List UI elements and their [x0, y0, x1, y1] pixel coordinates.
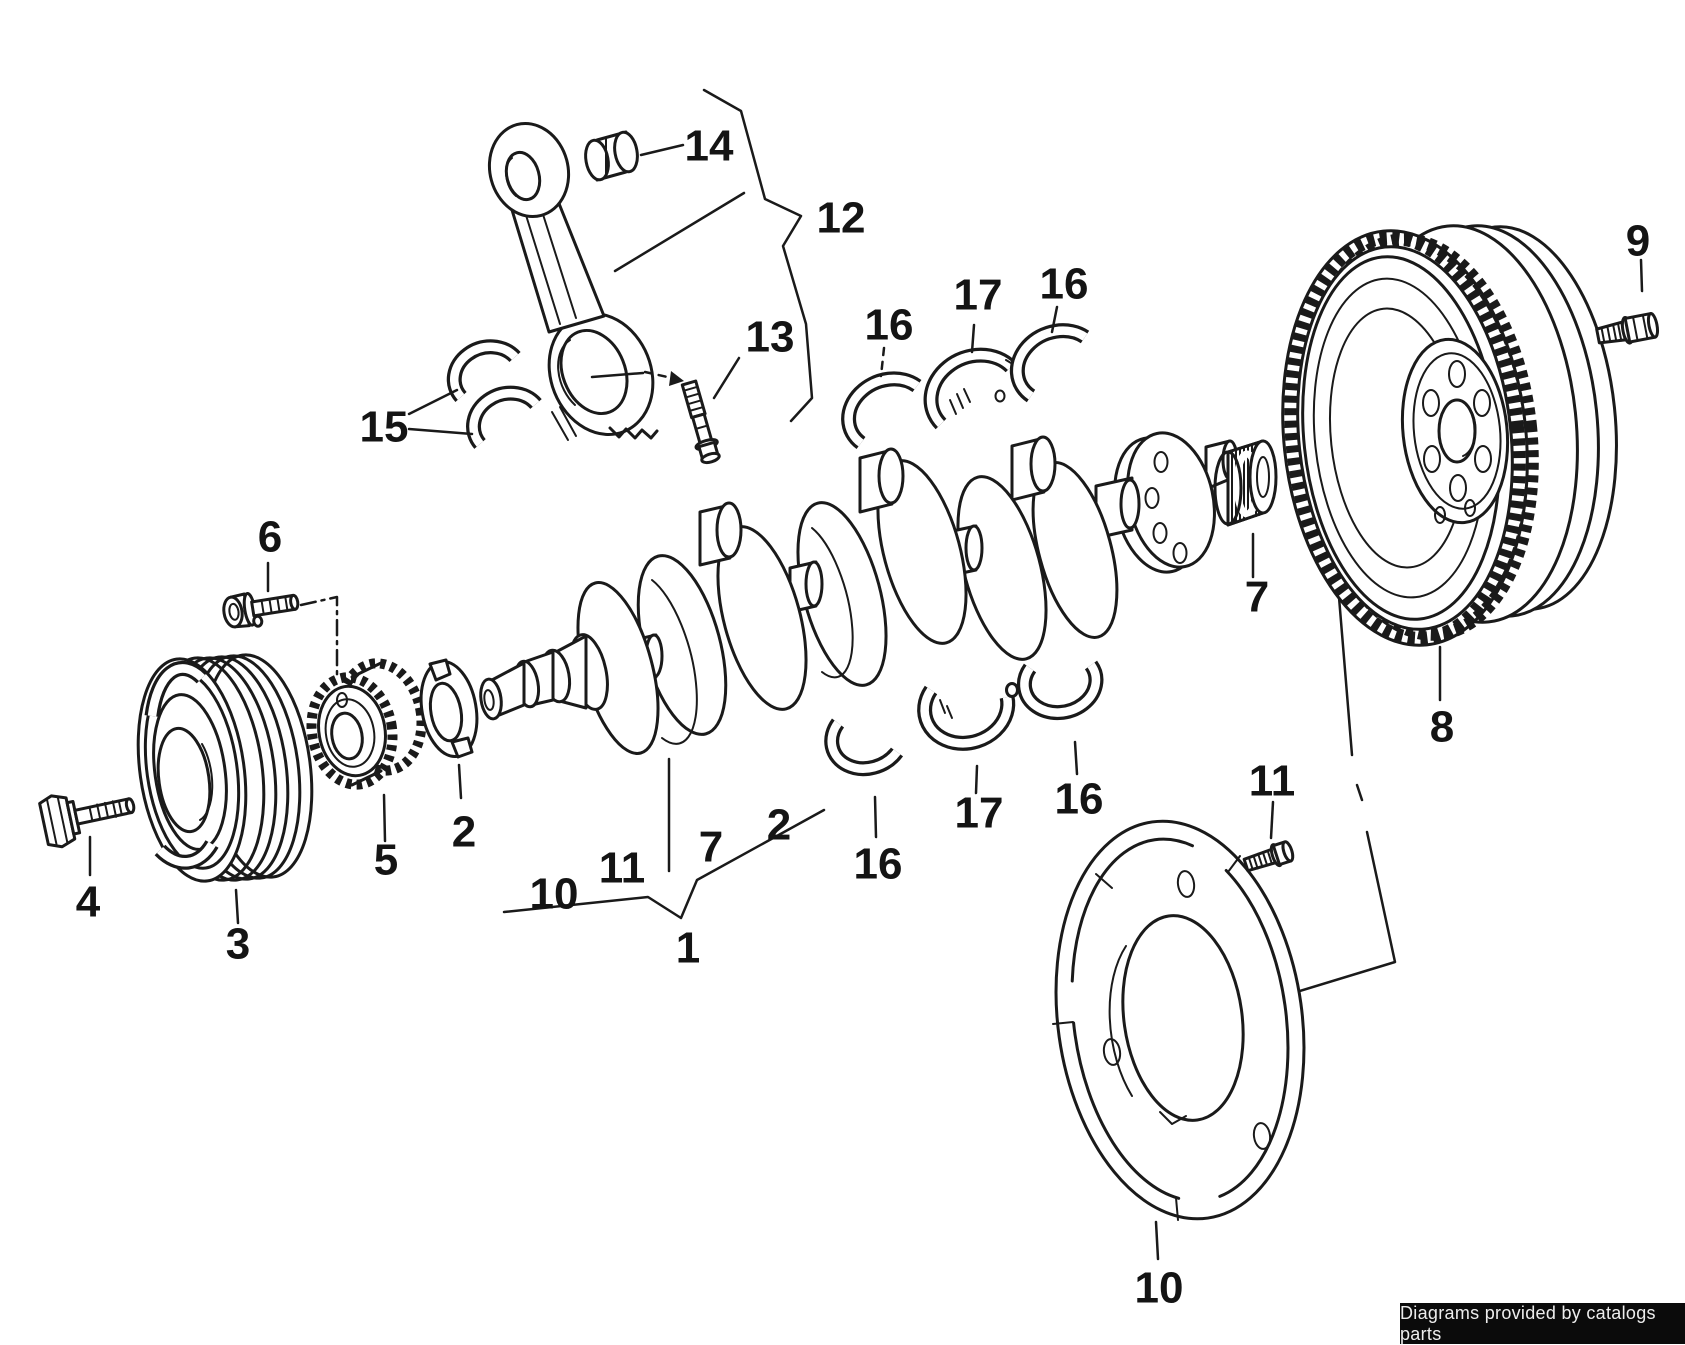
part-label-14: 14 [685, 122, 734, 171]
part-label-6: 6 [258, 513, 282, 562]
part-label-16-lower-left: 16 [854, 840, 903, 889]
bracket-1 [502, 808, 826, 920]
crankshaft-drawing [479, 431, 1239, 755]
pulley-drawing [136, 653, 314, 883]
part-label-17-lower: 17 [955, 789, 1004, 838]
washer-drawing [419, 658, 479, 759]
flywheel-bolt-drawing [1595, 312, 1660, 345]
watermark-text: Diagrams provided by catalogs parts [1400, 1302, 1656, 1344]
lower-bearing-shells-drawing [824, 660, 1104, 777]
part-label-8: 8 [1430, 703, 1454, 752]
flywheel-drawing [1281, 224, 1618, 647]
part-label-2-washer: 2 [452, 808, 476, 857]
part-label-17-upper: 17 [954, 271, 1003, 320]
part-label-13: 13 [746, 313, 795, 362]
part-label-2-group: 2 [767, 801, 791, 850]
connecting-rod-drawing [487, 121, 659, 441]
leader-lines [88, 88, 1644, 1261]
conrod-bearing-shells-drawing [446, 339, 542, 449]
ring-gear-teeth [1284, 231, 1526, 645]
part-label-11-plate: 11 [1249, 757, 1296, 806]
part-label-16-upper-right: 16 [1040, 260, 1089, 309]
upper-bearing-shells-drawing [841, 323, 1090, 450]
part-label-1-crankshaft: 1 [676, 924, 700, 973]
part-label-16-lower-right: 16 [1055, 775, 1104, 824]
thrust-plate-drawing [1052, 819, 1306, 1221]
part-label-4: 4 [76, 878, 101, 927]
needle-bearing-drawing [1213, 439, 1278, 527]
sprocket-drawing [306, 658, 427, 790]
conrod-bushing-drawing [584, 130, 639, 182]
part-label-5: 5 [374, 836, 398, 885]
conrod-bolt-drawing [680, 379, 721, 465]
part-label-10-plate: 10 [1135, 1264, 1184, 1313]
part-label-12: 12 [817, 194, 866, 243]
part-label-7-group: 7 [699, 823, 723, 872]
sprocket-axis-dashdot [299, 595, 339, 682]
watermark-banner: Diagrams provided by catalogs parts [1400, 1303, 1685, 1344]
part-label-15: 15 [360, 403, 409, 452]
sprocket-bolt-drawing [222, 592, 300, 629]
part-label-9: 9 [1626, 217, 1650, 266]
part-label-7-bearing: 7 [1245, 573, 1269, 622]
part-label-3: 3 [226, 920, 250, 969]
bracket-12 [702, 88, 814, 423]
part-label-10-group: 10 [530, 870, 579, 919]
part-label-11-group: 11 [599, 844, 646, 893]
pulley-bolt-drawing [38, 794, 136, 849]
part-label-16-upper-left: 16 [865, 301, 914, 350]
plate-bolt-drawing [1242, 840, 1295, 873]
